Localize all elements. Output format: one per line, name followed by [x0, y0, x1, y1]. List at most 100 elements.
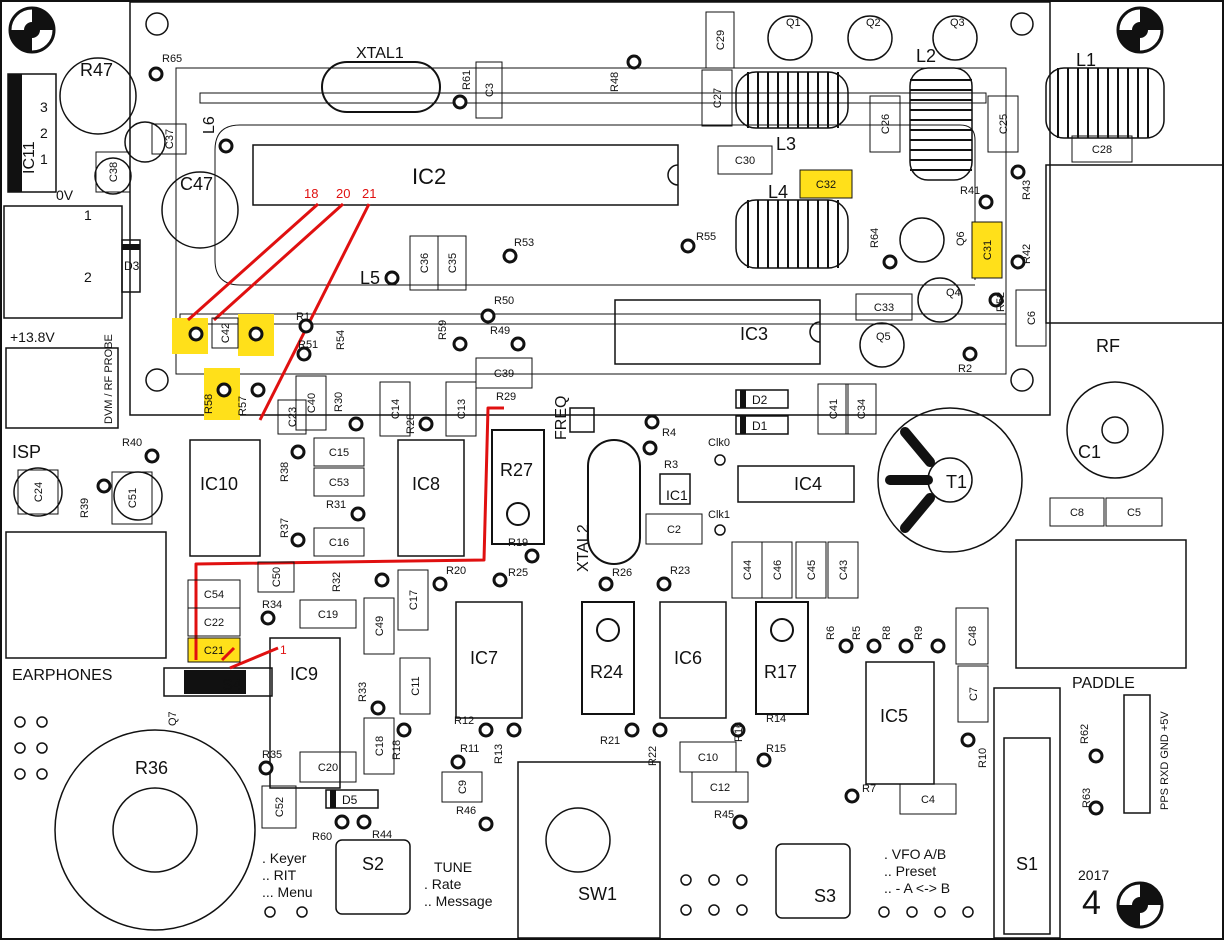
label-r47: R47	[80, 60, 113, 80]
label-ic9: IC9	[290, 664, 318, 684]
label-s1: S1	[1016, 854, 1038, 874]
capacitor-label: C23	[287, 407, 299, 427]
capacitor-label: C14	[390, 399, 402, 419]
label-earphones: EARPHONES	[12, 667, 112, 684]
ic-bodies	[189, 144, 935, 789]
resistor-label-r29: R29	[496, 391, 516, 403]
resistor-label-r3: R3	[664, 459, 678, 471]
ic11-pin-3: 3	[40, 99, 48, 115]
capacitor-c51: C51	[111, 471, 153, 525]
switches-connectors	[3, 73, 1224, 939]
capacitor-c39: C39	[475, 357, 533, 389]
pin-label-18: 18	[304, 186, 318, 201]
component-labels: XTAL1 IC2 IC3 IC4 IC5 IC6 IC7 IC8 IC9 IC…	[10, 17, 1171, 922]
diodes	[121, 239, 789, 809]
resistor-label-r48: R48	[609, 72, 621, 92]
resistor-label-r20: R20	[446, 565, 466, 577]
label-d3: D3	[124, 259, 140, 273]
label-ic1: IC1	[666, 487, 688, 503]
resistor-pads	[96, 54, 1104, 832]
capacitor-label: C13	[456, 399, 468, 419]
round-parts	[13, 15, 1164, 931]
capacitor-label: C48	[967, 626, 979, 646]
label-l5: L5	[360, 268, 380, 288]
capacitor-label: C8	[1070, 507, 1084, 519]
capacitor-c2: C2	[645, 513, 703, 545]
capacitor-label: C12	[710, 782, 730, 794]
resistor-label-r65: R65	[162, 53, 182, 65]
label-ic5: IC5	[880, 706, 908, 726]
capacitor-c43: C43	[827, 541, 859, 599]
label-l1: L1	[1076, 50, 1096, 70]
capacitor-c29: C29	[705, 11, 735, 69]
capacitor-c49: C49	[363, 597, 395, 655]
capacitor-label: C54	[204, 589, 224, 601]
resistor-label-r22: R22	[647, 746, 659, 766]
resistor-label-r28: R28	[405, 414, 417, 434]
capacitor-c10: C10	[679, 741, 737, 773]
ic11-tab	[8, 74, 22, 192]
capacitor-label: C15	[329, 447, 349, 459]
label-l2: L2	[916, 46, 936, 66]
capacitor-c13: C13	[445, 381, 477, 437]
capacitor-c45: C45	[795, 541, 827, 599]
label-d2: D2	[752, 393, 768, 407]
resistor-label-r52: R52	[995, 292, 1007, 312]
diode-bands	[122, 244, 746, 808]
capacitor-label: C50	[271, 567, 283, 587]
label-r17: R17	[764, 662, 797, 682]
resistor-label-r30: R30	[333, 392, 345, 412]
capacitor-label: C11	[410, 676, 422, 695]
capacitor-c19: C19	[299, 599, 357, 629]
resistor-label-r14: R14	[766, 713, 786, 725]
capacitor-c16: C16	[313, 527, 365, 557]
resistor-label-r38: R38	[279, 462, 291, 482]
label-xtal1: XTAL1	[356, 45, 404, 62]
capacitor-c22: C22	[187, 607, 241, 637]
terminal-pin-2: 2	[84, 269, 92, 285]
capacitor-c21: C21	[187, 637, 241, 663]
label-r24: R24	[590, 662, 623, 682]
capacitor-label: C25	[998, 114, 1010, 134]
resistor-label-r37: R37	[279, 518, 291, 538]
capacitor-label: C36	[419, 253, 431, 273]
resistor-label-r42: R42	[1021, 244, 1033, 264]
capacitor-c6: C6	[1015, 289, 1047, 347]
resistor-label-r25: R25	[508, 567, 528, 579]
capacitor-label: C9	[457, 780, 469, 794]
label-xtal2: XTAL2	[575, 524, 592, 572]
resistor-label-r11: R11	[460, 743, 479, 755]
resistor-label-r57: R57	[237, 396, 249, 416]
capacitor-c36: C36	[409, 235, 439, 291]
capacitor-c17: C17	[397, 569, 429, 631]
ic11-pin-2: 2	[40, 125, 48, 141]
label-sw1: SW1	[578, 884, 617, 904]
resistor-label-r10: R10	[977, 748, 989, 768]
resistor-label-r39: R39	[79, 498, 91, 518]
capacitor-label: C31	[982, 240, 994, 260]
label-c1: C1	[1078, 442, 1101, 462]
capacitor-c3: C3	[475, 61, 503, 119]
label-q6: Q6	[955, 231, 967, 246]
resistor-label-r21: R21	[600, 735, 620, 747]
label-ic3: IC3	[740, 324, 768, 344]
label-s2: S2	[362, 854, 384, 874]
capacitor-label: C7	[968, 687, 980, 701]
resistor-label-r8: R8	[881, 626, 893, 640]
resistor-label-r46: R46	[456, 805, 476, 817]
resistor-label-r60: R60	[312, 831, 332, 843]
capacitor-c9: C9	[441, 771, 483, 803]
label-freq: FREQ	[553, 396, 570, 440]
capacitor-c14: C14	[379, 381, 411, 437]
capacitor-label: C34	[856, 399, 868, 419]
resistor-label-r4: R4	[662, 427, 676, 439]
capacitor-label: C27	[712, 88, 724, 108]
red-traces	[187, 202, 504, 670]
label-l3: L3	[776, 134, 796, 154]
resistor-label-r41: R41	[960, 185, 980, 197]
label-ic6: IC6	[674, 648, 702, 668]
resistor-label-r18: R18	[391, 740, 403, 760]
label-ic8: IC8	[412, 474, 440, 494]
